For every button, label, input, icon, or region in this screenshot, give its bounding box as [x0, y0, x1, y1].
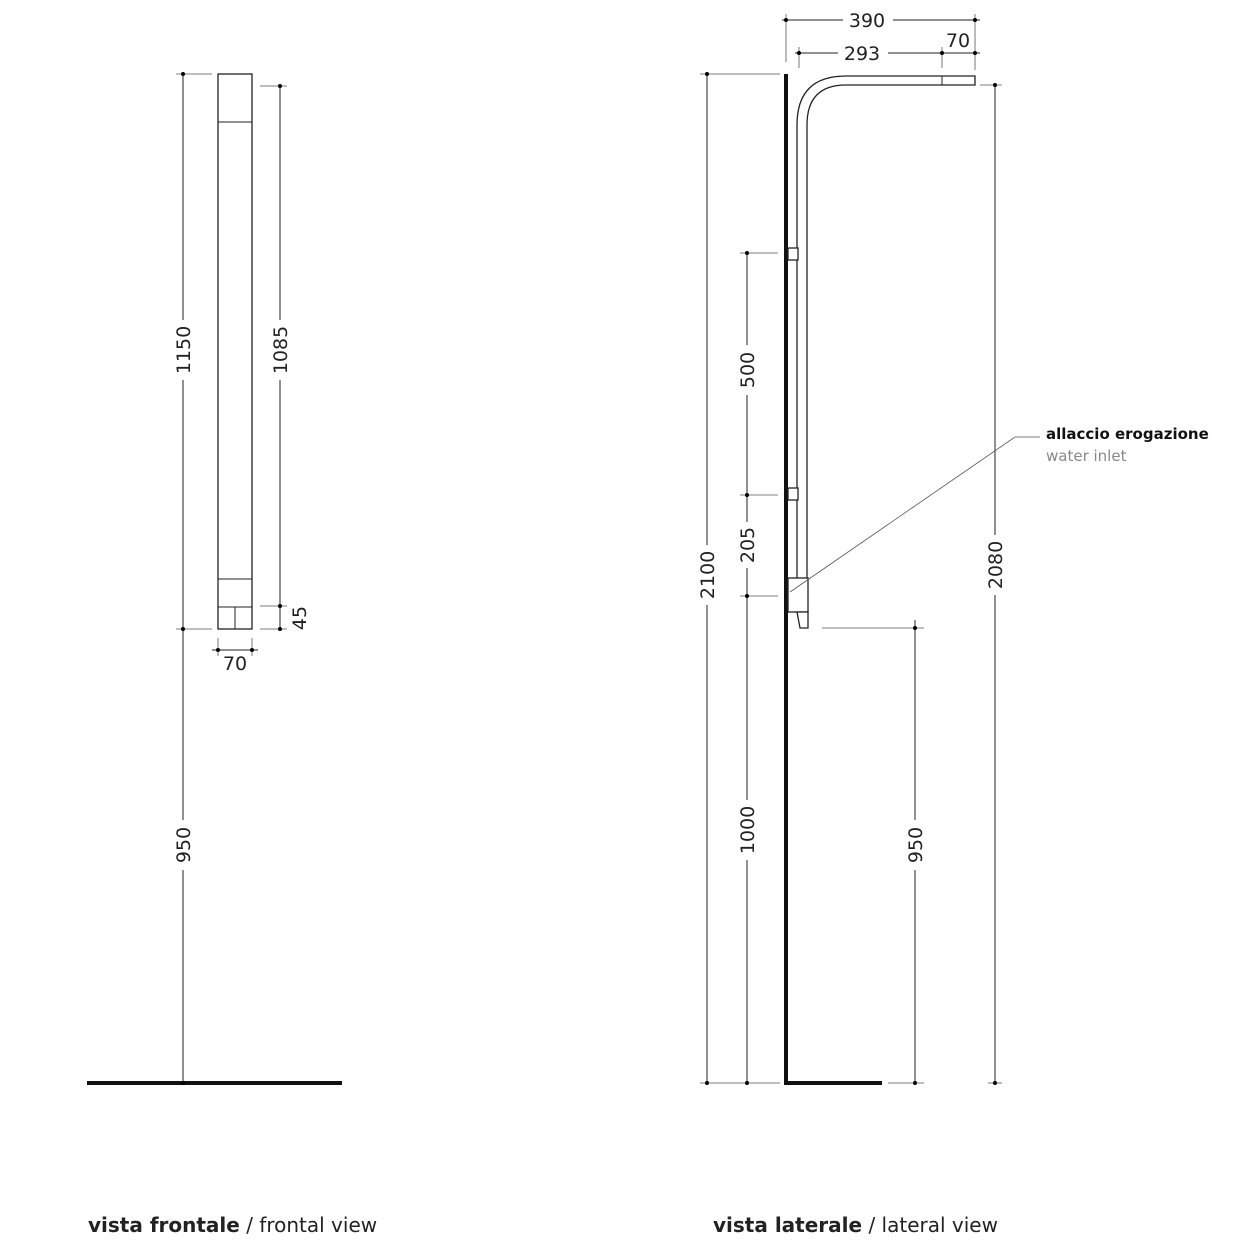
- dim-2080: 2080: [985, 541, 1007, 589]
- dim-293: 293: [844, 43, 880, 65]
- shower-pipe: [796, 75, 976, 600]
- callout-label-it: allaccio erogazione: [1046, 425, 1209, 443]
- wall-bracket-lower: [787, 487, 799, 501]
- dim-390: 390: [849, 10, 885, 32]
- lateral-view: 390 293 70 2100 500 205 1000 950: [696, 8, 1209, 1237]
- shower-column-front: [217, 73, 253, 630]
- dim-1150: 1150: [173, 326, 195, 374]
- mixer-handle: [796, 611, 809, 629]
- wall-bracket-upper: [787, 247, 799, 261]
- dim-950-front: 950: [173, 827, 195, 863]
- dim-500: 500: [737, 352, 759, 388]
- dim-70-lateral: 70: [946, 30, 970, 52]
- dim-45: 45: [289, 606, 311, 630]
- callout-leader: [789, 436, 1040, 593]
- frontal-view: 1150 950 1085 45 70 vista frontale / fro…: [87, 72, 377, 1237]
- dim-205: 205: [737, 527, 759, 563]
- callout-label-en: water inlet: [1046, 447, 1127, 465]
- lateral-caption: vista laterale / lateral view: [713, 1213, 998, 1237]
- mixer-valve: [787, 577, 809, 613]
- frontal-caption: vista frontale / frontal view: [88, 1213, 377, 1237]
- dim-70-front: 70: [223, 653, 247, 675]
- dim-1085: 1085: [270, 326, 292, 374]
- dim-2100: 2100: [697, 551, 719, 599]
- dim-950-lateral: 950: [905, 827, 927, 863]
- dim-1000: 1000: [737, 806, 759, 854]
